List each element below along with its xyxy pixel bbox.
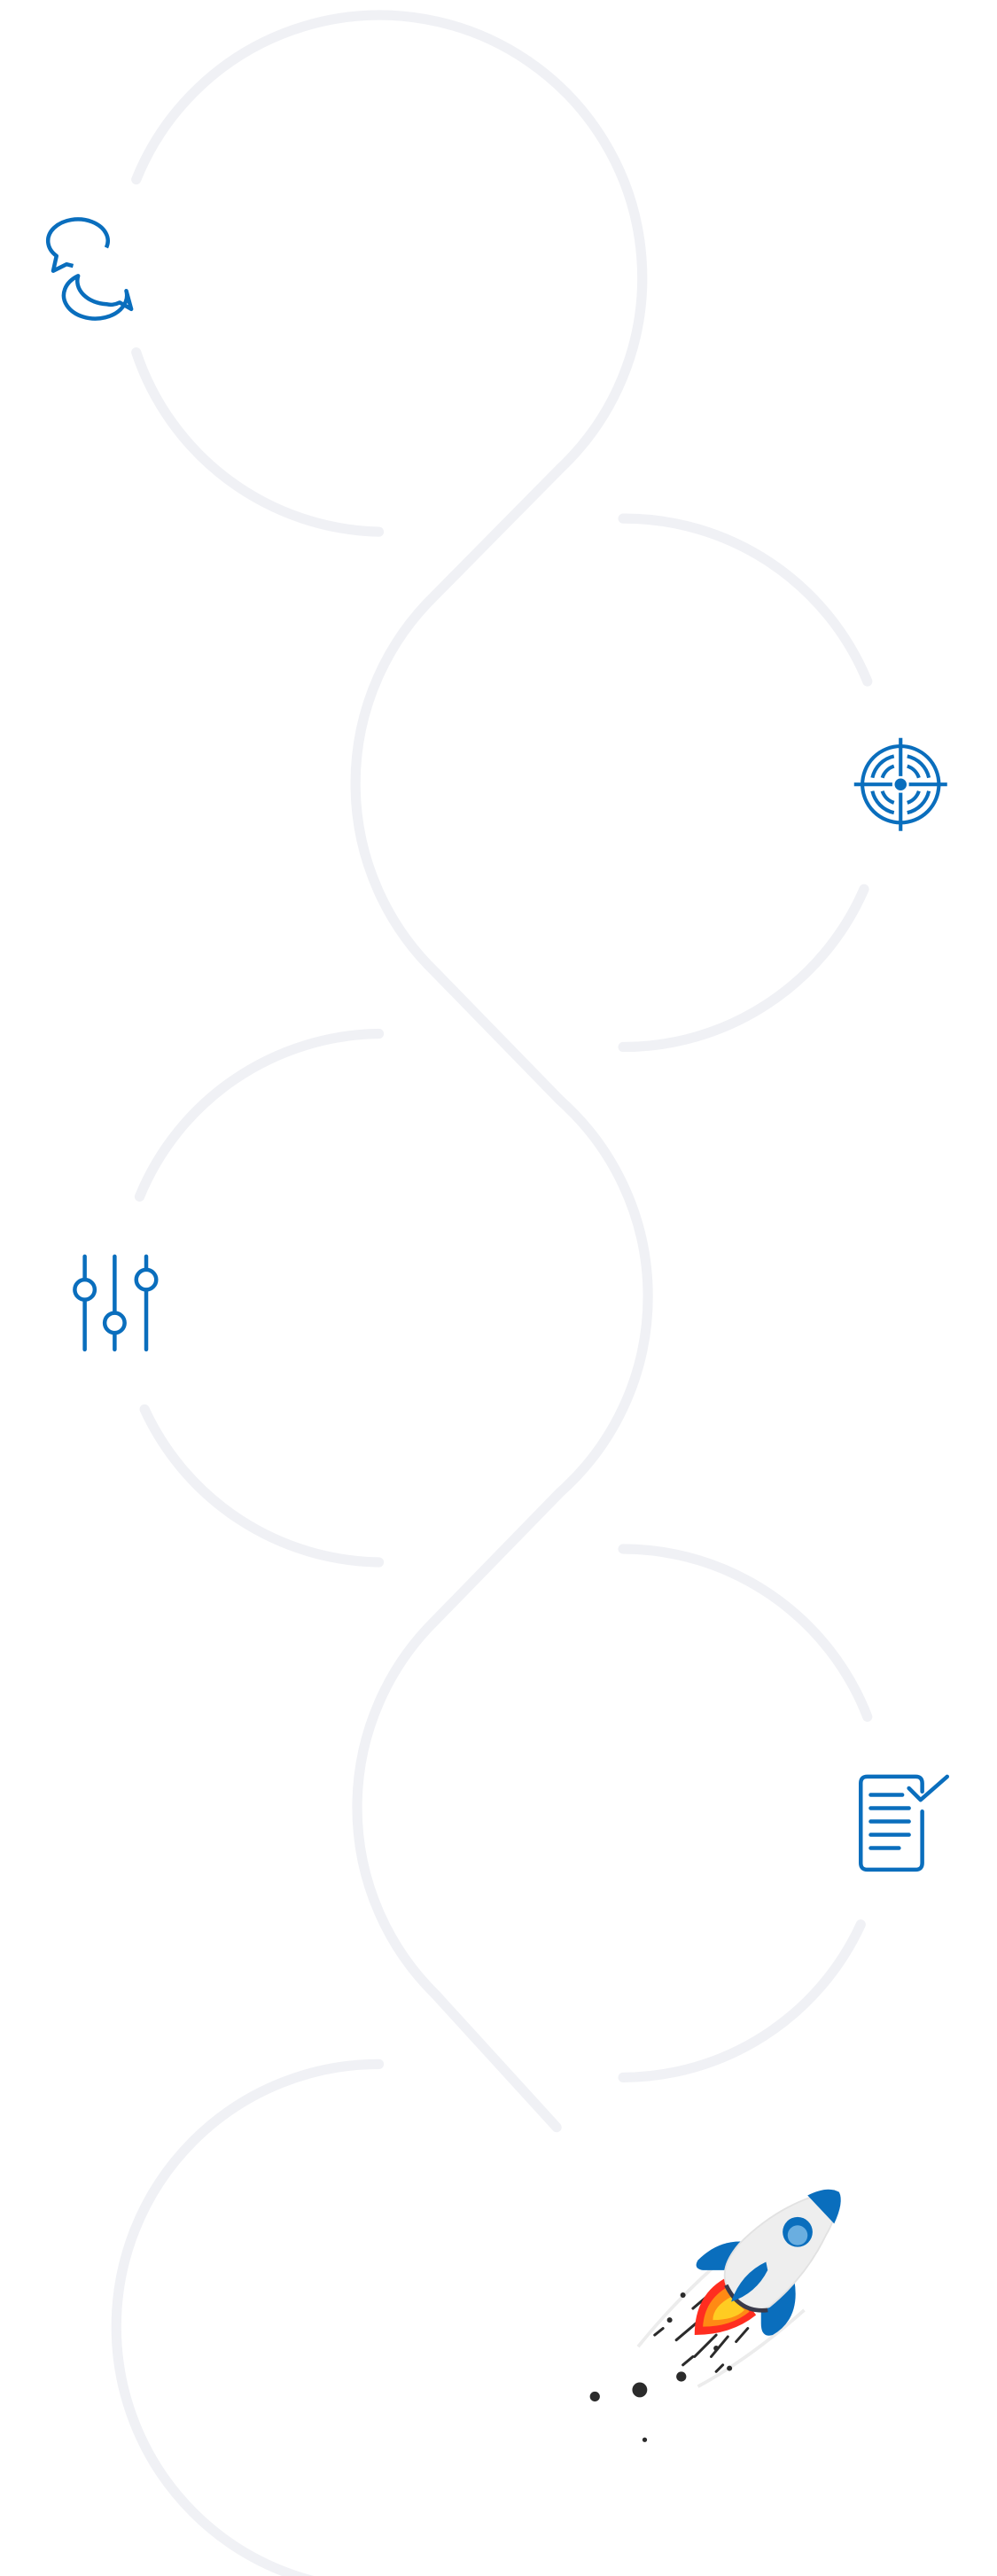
flame (694, 2276, 757, 2336)
chat-bubbles-icon (46, 217, 134, 321)
debris-dots (589, 2292, 733, 2442)
loop-3-lower-arc (139, 1404, 385, 1568)
loop-4-upper-arc (618, 1544, 873, 1723)
rocket-window-glass (787, 2225, 808, 2245)
rocket-nose (807, 2189, 841, 2224)
loop-2-lower-arc (618, 883, 869, 1053)
rocket-icon (589, 2189, 841, 2442)
checklist-document-icon (859, 1774, 949, 1872)
target-icon (853, 737, 947, 831)
rocket-nozzle (724, 2284, 768, 2313)
main-s-curve (131, 10, 653, 2133)
loop-1-lower-arc (131, 346, 385, 537)
rocket-center-fin (731, 2261, 768, 2302)
winding-path (111, 10, 873, 2576)
loop-3-upper-arc (134, 1028, 385, 1202)
loop-5-arc (111, 2058, 385, 2576)
loop-2-upper-arc (618, 513, 873, 687)
sliders-icon (73, 1254, 159, 1352)
loop-4-lower-arc (618, 1919, 866, 2082)
